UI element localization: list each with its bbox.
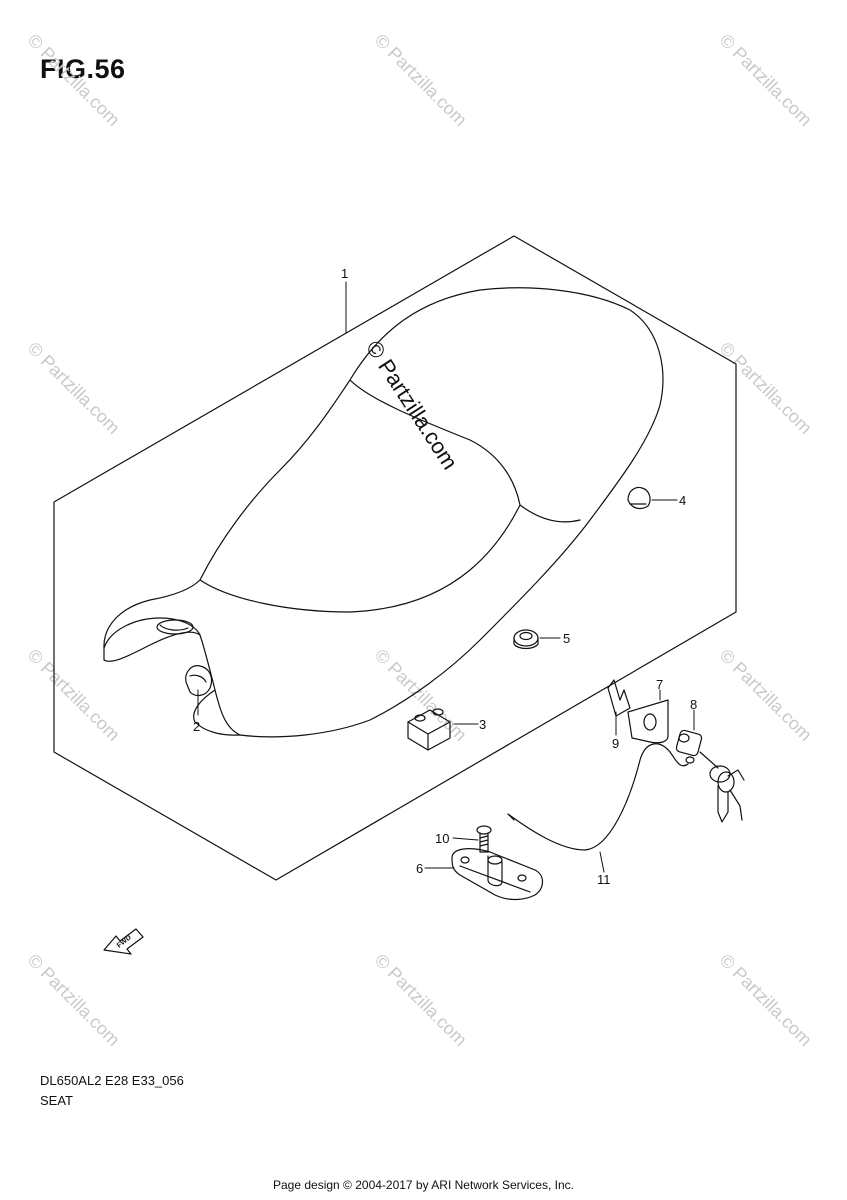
callout-5: 5 — [563, 631, 570, 646]
bracket-part-7 — [627, 699, 669, 744]
cable-part-11 — [507, 743, 695, 851]
callout-3: 3 — [479, 717, 486, 732]
page-footer: Page design © 2004-2017 by ARI Network S… — [272, 1178, 574, 1192]
callout-6: 6 — [416, 861, 423, 876]
figure-title: FIG.56 — [40, 54, 126, 84]
leader-lines — [197, 281, 695, 873]
cushion-part-2 — [185, 665, 213, 697]
latch-part-6 — [451, 848, 544, 901]
callout-10: 10 — [435, 831, 449, 846]
seat-part-1 — [103, 287, 664, 738]
lock-part-8 — [675, 729, 745, 823]
nut-part-5 — [513, 629, 539, 650]
stopper-part-3 — [407, 708, 451, 751]
callout-11: 11 — [597, 872, 611, 887]
callout-9: 9 — [612, 736, 619, 751]
callout-4: 4 — [679, 493, 686, 508]
assembly-boundary — [53, 235, 737, 881]
callout-1: 1 — [341, 266, 348, 281]
assembly-name: SEAT — [40, 1093, 73, 1108]
screw-part-10 — [476, 825, 492, 853]
callout-7: 7 — [656, 677, 663, 692]
callout-2: 2 — [193, 719, 200, 734]
diagram-code: DL650AL2 E28 E33_056 — [40, 1073, 184, 1088]
cushion-part-4 — [627, 486, 651, 510]
clip-part-9 — [607, 679, 631, 717]
callout-8: 8 — [690, 697, 697, 712]
fwd-arrow-icon: FWD — [103, 928, 144, 955]
